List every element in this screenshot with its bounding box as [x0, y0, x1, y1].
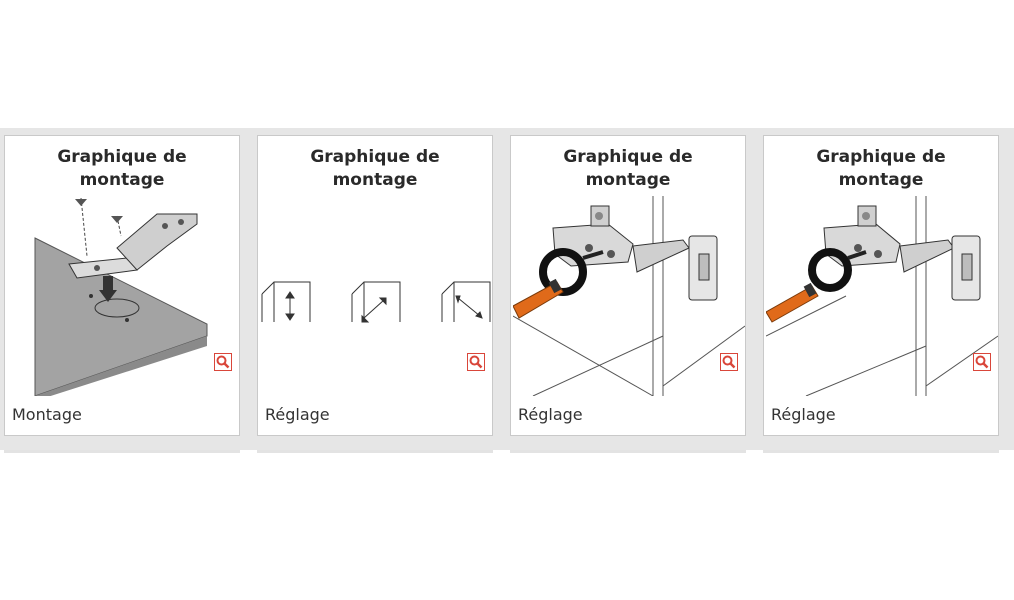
zoom-search-icon[interactable]	[720, 353, 738, 371]
zoom-search-icon[interactable]	[973, 353, 991, 371]
card-caption: Réglage	[518, 405, 583, 424]
gallery-card-montage[interactable]: Graphique de montage Montage	[4, 135, 240, 436]
card-title-line2: montage	[838, 170, 924, 190]
card-title: Graphique de montage	[511, 146, 745, 192]
card-caption: Montage	[12, 405, 82, 424]
card-title-line2: montage	[332, 170, 418, 190]
card-title-line1: Graphique de	[816, 147, 946, 167]
card-caption: Réglage	[771, 405, 836, 424]
card-title: Graphique de montage	[5, 146, 239, 192]
screwdriver-adjustment-illustration	[513, 196, 745, 396]
zoom-search-icon[interactable]	[214, 353, 232, 371]
zoom-search-icon[interactable]	[467, 353, 485, 371]
card-title: Graphique de montage	[258, 146, 492, 192]
card-title-line2: montage	[585, 170, 671, 190]
gallery-card-reglage-3[interactable]: Graphique de montage Réglage	[763, 135, 999, 436]
card-divider	[4, 450, 240, 453]
card-title: Graphique de montage	[764, 146, 998, 192]
gallery-card-reglage-1[interactable]: Graphique de montage Réglage	[257, 135, 493, 436]
gallery-card-reglage-2[interactable]: Graphique de montage Réglage	[510, 135, 746, 436]
card-title-line2: montage	[79, 170, 165, 190]
adjustment-illustration	[261, 281, 491, 323]
card-title-line1: Graphique de	[57, 147, 187, 167]
card-divider	[763, 450, 999, 453]
card-divider	[510, 450, 746, 453]
card-title-line1: Graphique de	[310, 147, 440, 167]
card-divider	[257, 450, 493, 453]
hinge-mounting-illustration	[34, 197, 208, 396]
card-title-line1: Graphique de	[563, 147, 693, 167]
screwdriver-adjustment-illustration	[766, 196, 998, 396]
card-caption: Réglage	[265, 405, 330, 424]
